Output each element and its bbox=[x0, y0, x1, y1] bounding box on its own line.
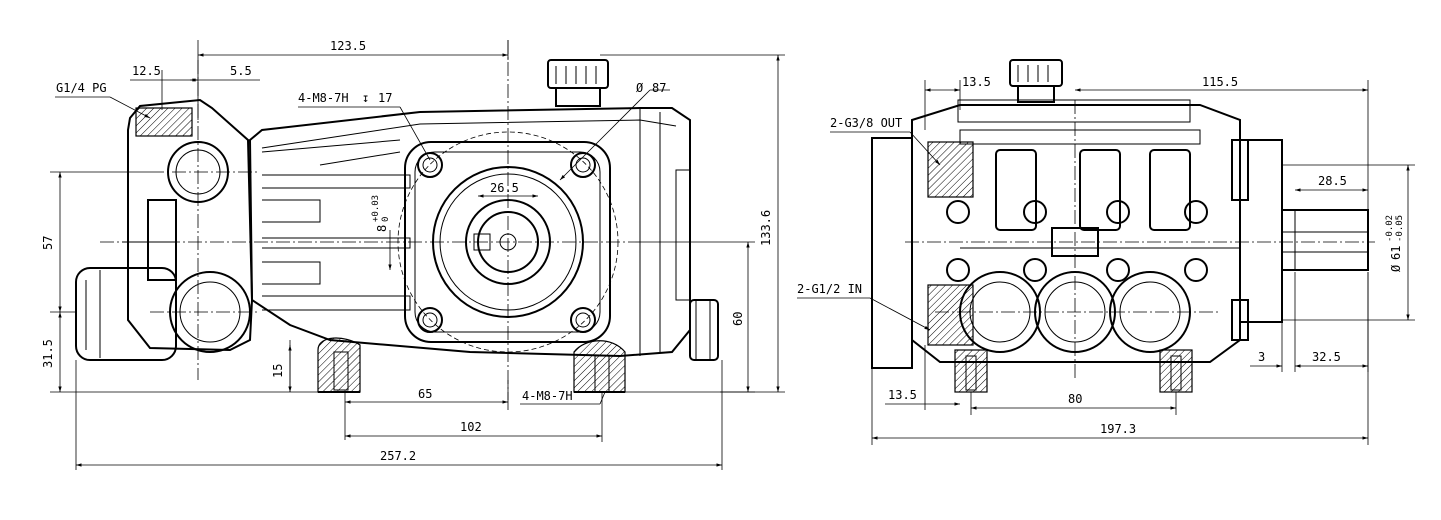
bolt-hole bbox=[417, 307, 443, 333]
bolt-hole bbox=[1023, 258, 1047, 282]
bolt-hole bbox=[570, 152, 596, 178]
dim-80: 80 bbox=[1068, 392, 1082, 406]
dim-26-5: 26.5 bbox=[490, 181, 519, 195]
label-depth: 17 bbox=[378, 91, 392, 105]
dim-12-5: 12.5 bbox=[132, 64, 161, 78]
plunger-chambers bbox=[959, 129, 1240, 257]
crankcase-body bbox=[248, 107, 719, 361]
end-view-centerlines bbox=[905, 100, 1375, 380]
label-outlet: 2-G3/8 OUT bbox=[830, 116, 902, 130]
bolt-hole bbox=[1184, 200, 1208, 224]
bolt-hole bbox=[946, 258, 970, 282]
end-view-dimensions: 13.5 115.5 2-G3/8 OUT 2-G1/2 IN 28.5 Ø 6… bbox=[797, 75, 1415, 445]
dim-133-6: 133.6 bbox=[759, 210, 773, 246]
dim-60: 60 bbox=[731, 312, 745, 326]
diameter-61-symbol: Ø bbox=[1389, 264, 1403, 272]
dim-61-tol-upper: -0.02 bbox=[1385, 215, 1395, 242]
dim-8-tol-lower: 0 bbox=[381, 217, 391, 222]
label-tapped-holes-bottom: 4-M8-7H bbox=[522, 389, 573, 403]
oil-cap bbox=[547, 59, 609, 107]
manifold-head bbox=[75, 98, 254, 361]
end-bolt-holes bbox=[946, 200, 1208, 282]
crankcase-ribs bbox=[262, 174, 411, 311]
dim-102: 102 bbox=[460, 420, 482, 434]
dim-57: 57 bbox=[41, 236, 55, 250]
bolt-hole bbox=[946, 200, 970, 224]
dim-32-5: 32.5 bbox=[1312, 350, 1341, 364]
dim-8-key: 8 bbox=[375, 225, 389, 232]
dim-8-tol-upper: +0.03 bbox=[371, 195, 381, 222]
dim-115-5: 115.5 bbox=[1202, 75, 1238, 89]
dim-123-5: 123.5 bbox=[330, 39, 366, 53]
valve-plugs bbox=[959, 271, 1191, 353]
dim-28-5: 28.5 bbox=[1318, 174, 1347, 188]
dim-3: 3 bbox=[1258, 350, 1265, 364]
bolt-hole bbox=[570, 307, 596, 333]
dim-65: 65 bbox=[418, 387, 432, 401]
dim-13-5-top: 13.5 bbox=[962, 75, 991, 89]
mounting-feet bbox=[317, 337, 626, 393]
side-view-dimensions: 123.5 12.5 5.5 G1/4 PG 4-M8-7H ↧ 17 Ø 87 bbox=[41, 39, 785, 470]
drive-flange bbox=[397, 131, 619, 353]
ports-hatched bbox=[927, 141, 1193, 393]
side-view-centerlines bbox=[100, 40, 640, 400]
bolt-hole bbox=[1106, 200, 1130, 224]
pump-housing-end bbox=[871, 99, 1369, 369]
bolt-hole bbox=[1106, 258, 1130, 282]
dim-61: 61 bbox=[1389, 246, 1403, 260]
bolt-hole bbox=[417, 152, 443, 178]
label-g14-pg: G1/4 PG bbox=[56, 81, 107, 95]
bolt-hole bbox=[1184, 258, 1208, 282]
flange-bolts bbox=[417, 152, 596, 333]
dim-257-2: 257.2 bbox=[380, 449, 416, 463]
dim-197-3: 197.3 bbox=[1100, 422, 1136, 436]
diameter-symbol: Ø bbox=[636, 81, 644, 95]
dim-61-tol-lower: -0.05 bbox=[1395, 215, 1405, 242]
dim-5-5: 5.5 bbox=[230, 64, 252, 78]
bolt-hole bbox=[1023, 200, 1047, 224]
side-view: 123.5 12.5 5.5 G1/4 PG 4-M8-7H ↧ 17 Ø 87 bbox=[41, 39, 785, 470]
label-diameter-87: 87 bbox=[652, 81, 666, 95]
dim-15: 15 bbox=[271, 364, 285, 378]
label-tapped-holes-top: 4-M8-7H bbox=[298, 91, 349, 105]
dim-31-5: 31.5 bbox=[41, 339, 55, 368]
label-inlet: 2-G1/2 IN bbox=[797, 282, 862, 296]
shaft-bearing bbox=[432, 166, 584, 318]
oil-cap-end bbox=[1009, 59, 1063, 103]
dim-13-5-bottom: 13.5 bbox=[888, 388, 917, 402]
end-view: 13.5 115.5 2-G3/8 OUT 2-G1/2 IN 28.5 Ø 6… bbox=[797, 59, 1415, 445]
depth-symbol: ↧ bbox=[362, 91, 369, 105]
